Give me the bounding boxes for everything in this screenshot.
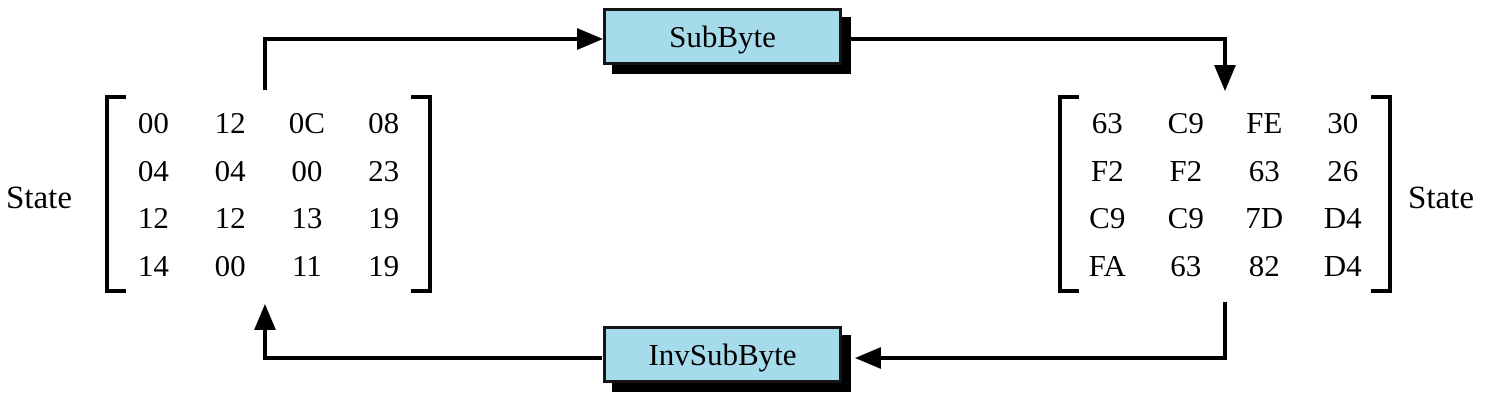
left-matrix-bracket-right bbox=[411, 95, 432, 293]
arrowhead-into-subbyte bbox=[577, 28, 603, 50]
matrix-cell: 04 bbox=[137, 152, 169, 188]
matrix-cell: 00 bbox=[291, 152, 323, 188]
matrix-cell: 26 bbox=[1327, 152, 1359, 188]
matrix-cell: C9 bbox=[1089, 200, 1126, 236]
right-matrix-grid: 63 C9 FE 30 F2 F2 63 26 C9 C9 7D D4 FA 6… bbox=[1068, 99, 1382, 289]
invsubbyte-box: InvSubByte bbox=[603, 326, 842, 383]
matrix-cell: 0C bbox=[288, 105, 325, 141]
subbyte-box: SubByte bbox=[603, 8, 842, 65]
matrix-cell: 12 bbox=[137, 200, 169, 236]
right-state-matrix: 63 C9 FE 30 F2 F2 63 26 C9 C9 7D D4 FA 6… bbox=[1058, 95, 1392, 293]
matrix-cell: FA bbox=[1088, 247, 1126, 283]
right-matrix-bracket-right bbox=[1371, 95, 1392, 293]
matrix-cell: F2 bbox=[1169, 152, 1203, 188]
matrix-cell: 63 bbox=[1091, 105, 1123, 141]
matrix-cell: FE bbox=[1246, 105, 1283, 141]
matrix-cell: D4 bbox=[1323, 247, 1362, 283]
matrix-cell: 13 bbox=[291, 200, 323, 236]
arrow-invsubbyte-to-left bbox=[263, 327, 602, 360]
matrix-cell: 30 bbox=[1327, 105, 1359, 141]
left-state-matrix: 00 12 0C 08 04 04 00 23 12 12 13 19 14 0… bbox=[105, 95, 432, 293]
left-matrix-bracket-left bbox=[105, 95, 126, 293]
matrix-cell: 23 bbox=[368, 152, 400, 188]
invsubbyte-box-label: InvSubByte bbox=[648, 336, 797, 372]
arrowhead-into-invsubbyte bbox=[855, 347, 881, 369]
right-state-label: State bbox=[1408, 180, 1474, 216]
matrix-cell: D4 bbox=[1323, 200, 1362, 236]
matrix-cell: 7D bbox=[1245, 200, 1284, 236]
matrix-cell: 12 bbox=[214, 200, 246, 236]
left-state-label: State bbox=[6, 180, 72, 216]
arrowhead-into-right-matrix bbox=[1214, 65, 1236, 91]
matrix-cell: 11 bbox=[291, 247, 322, 283]
matrix-cell: F2 bbox=[1090, 152, 1124, 188]
matrix-cell: 14 bbox=[137, 247, 169, 283]
matrix-cell: 63 bbox=[1170, 247, 1202, 283]
matrix-cell: 08 bbox=[368, 105, 400, 141]
arrow-right-to-invsubbyte bbox=[876, 302, 1227, 360]
left-matrix-grid: 00 12 0C 08 04 04 00 23 12 12 13 19 14 0… bbox=[115, 99, 422, 289]
matrix-cell: C9 bbox=[1167, 105, 1204, 141]
subbyte-box-label: SubByte bbox=[669, 18, 776, 54]
matrix-cell: 19 bbox=[368, 200, 400, 236]
arrow-subbyte-to-right bbox=[843, 37, 1227, 70]
matrix-cell: 82 bbox=[1248, 247, 1280, 283]
matrix-cell: 19 bbox=[368, 247, 400, 283]
arrowhead-into-left-matrix bbox=[254, 304, 276, 330]
matrix-cell: 12 bbox=[214, 105, 246, 141]
matrix-cell: 04 bbox=[214, 152, 246, 188]
matrix-cell: 00 bbox=[214, 247, 246, 283]
matrix-cell: 00 bbox=[137, 105, 169, 141]
right-matrix-bracket-left bbox=[1058, 95, 1079, 293]
matrix-cell: 63 bbox=[1248, 152, 1280, 188]
matrix-cell: C9 bbox=[1167, 200, 1204, 236]
arrow-left-to-subbyte bbox=[263, 37, 582, 90]
